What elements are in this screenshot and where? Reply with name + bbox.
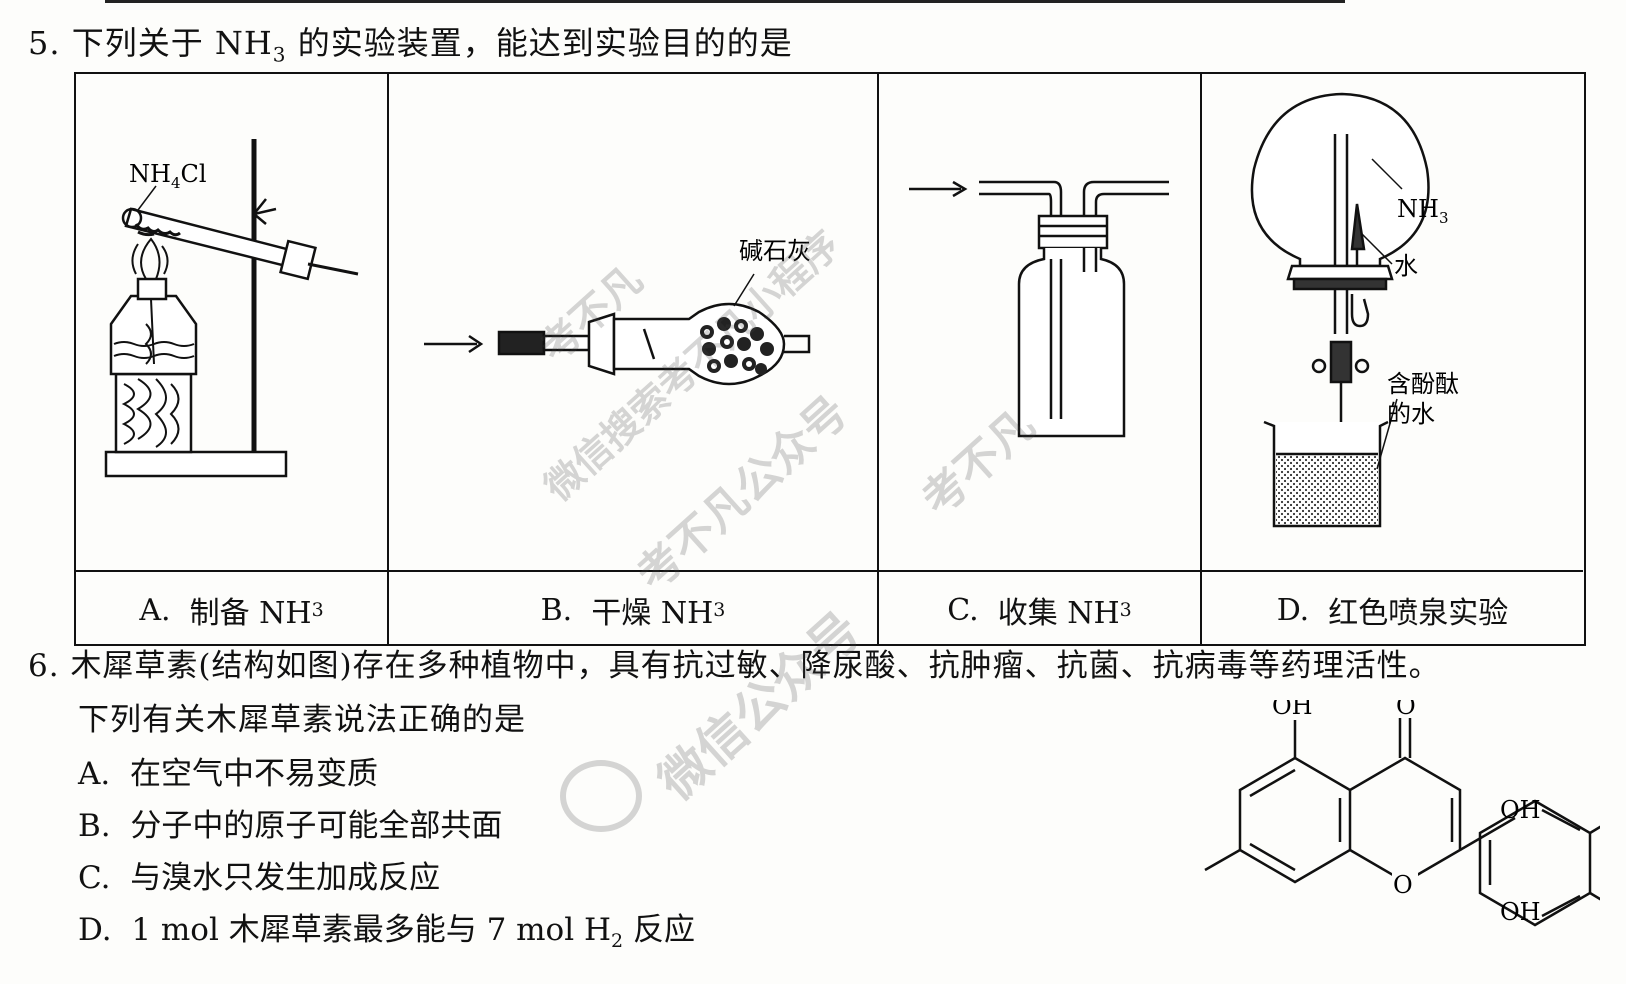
- q6-option-c[interactable]: C. 与溴水只发生加成反应: [78, 860, 441, 896]
- q6-stem-line2: 下列有关木犀草素说法正确的是: [78, 702, 526, 738]
- apparatus-a-heating-icon: NH4Cl: [104, 139, 359, 478]
- apparatus-b-drying-tube-icon: 碱石灰: [424, 237, 811, 386]
- label-ring-o: O: [1393, 871, 1413, 899]
- panel-d: NH3 水 含酚酞 的水 D. 红色喷泉实验: [1202, 74, 1583, 644]
- apparatus-c-gas-bottle-icon: [909, 180, 1169, 438]
- label-oh-right-1: OH: [1500, 796, 1541, 824]
- q6-stem-line1: 6. 木犀草素(结构如图)存在多种植物中，具有抗过敏、降尿酸、抗肿瘤、抗菌、抗病…: [28, 648, 1441, 684]
- top-rule: [105, 0, 1345, 3]
- label-nh4cl: NH4Cl: [129, 160, 207, 192]
- label-soda-lime: 碱石灰: [739, 237, 811, 265]
- caption-d: D. 红色喷泉实验: [1276, 592, 1509, 632]
- luteolin-structure-icon: O OH O HO OH OH: [1204, 700, 1600, 927]
- q5-stem: 5. 下列关于 NH3 的实验装置，能达到实验目的的是: [28, 24, 793, 67]
- label-carbonyl-o: O: [1396, 700, 1416, 720]
- q6-option-a[interactable]: A. 在空气中不易变质: [78, 756, 378, 792]
- label-nh3: NH3: [1397, 195, 1448, 227]
- apparatus-d-fountain-icon: NH3 水 含酚酞 的水: [1250, 92, 1459, 528]
- label-oh-right-2: OH: [1500, 898, 1541, 926]
- q6-option-d[interactable]: D. 1 mol 木犀草素最多能与 7 mol H2 反应: [78, 912, 695, 953]
- label-phenolphthalein-water: 的水: [1387, 400, 1435, 428]
- label-phenolphthalein: 含酚酞: [1387, 370, 1459, 398]
- wechat-logo-icon: [560, 760, 642, 832]
- label-oh-top: OH: [1272, 700, 1313, 720]
- label-water: 水: [1394, 252, 1418, 280]
- q6-option-b[interactable]: B. 分子中的原子可能全部共面: [78, 808, 503, 844]
